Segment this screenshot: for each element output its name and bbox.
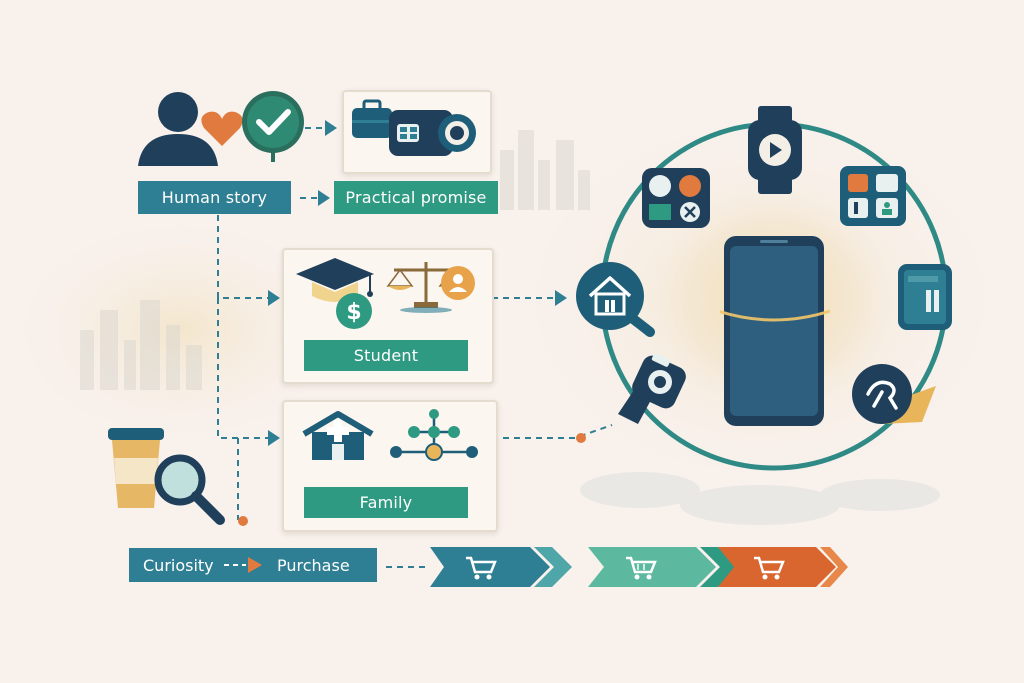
practical-promise-label: Practical promise: [334, 181, 498, 214]
user-badge-icon: [441, 266, 475, 300]
app-grid-icon: [642, 168, 710, 228]
curiosity-arrow: [224, 557, 262, 573]
projector-icon: [389, 110, 476, 156]
app-grid-icon: [840, 166, 906, 226]
cart-icon: [626, 556, 657, 580]
coffee-cup-icon: [108, 428, 164, 508]
tablet-icon: [898, 264, 952, 330]
cart-icon: [754, 556, 785, 580]
human-story-label: Human story: [138, 181, 291, 214]
briefcase-icon: [352, 99, 392, 138]
svg-text:$: $: [346, 300, 361, 325]
hospital-icon: [302, 411, 374, 460]
dollar-icon: $: [336, 293, 372, 329]
home-icon: [576, 262, 655, 337]
network-icon: [390, 409, 478, 461]
curiosity-text: Curiosity: [143, 555, 214, 575]
handheld-scanner-icon: [618, 353, 686, 424]
student-label: Student: [304, 340, 468, 371]
cart-icon: [466, 556, 497, 580]
fitness-icon: [852, 364, 936, 424]
smartwatch-icon: [748, 106, 802, 194]
purchase-text: Purchase: [277, 555, 350, 575]
smartphone-icon: [720, 236, 830, 426]
person-icon: [138, 92, 218, 166]
checkmark-icon: [242, 91, 304, 162]
magnifier-icon: [154, 454, 225, 525]
family-label: Family: [304, 487, 468, 518]
heart-icon: [201, 111, 243, 146]
